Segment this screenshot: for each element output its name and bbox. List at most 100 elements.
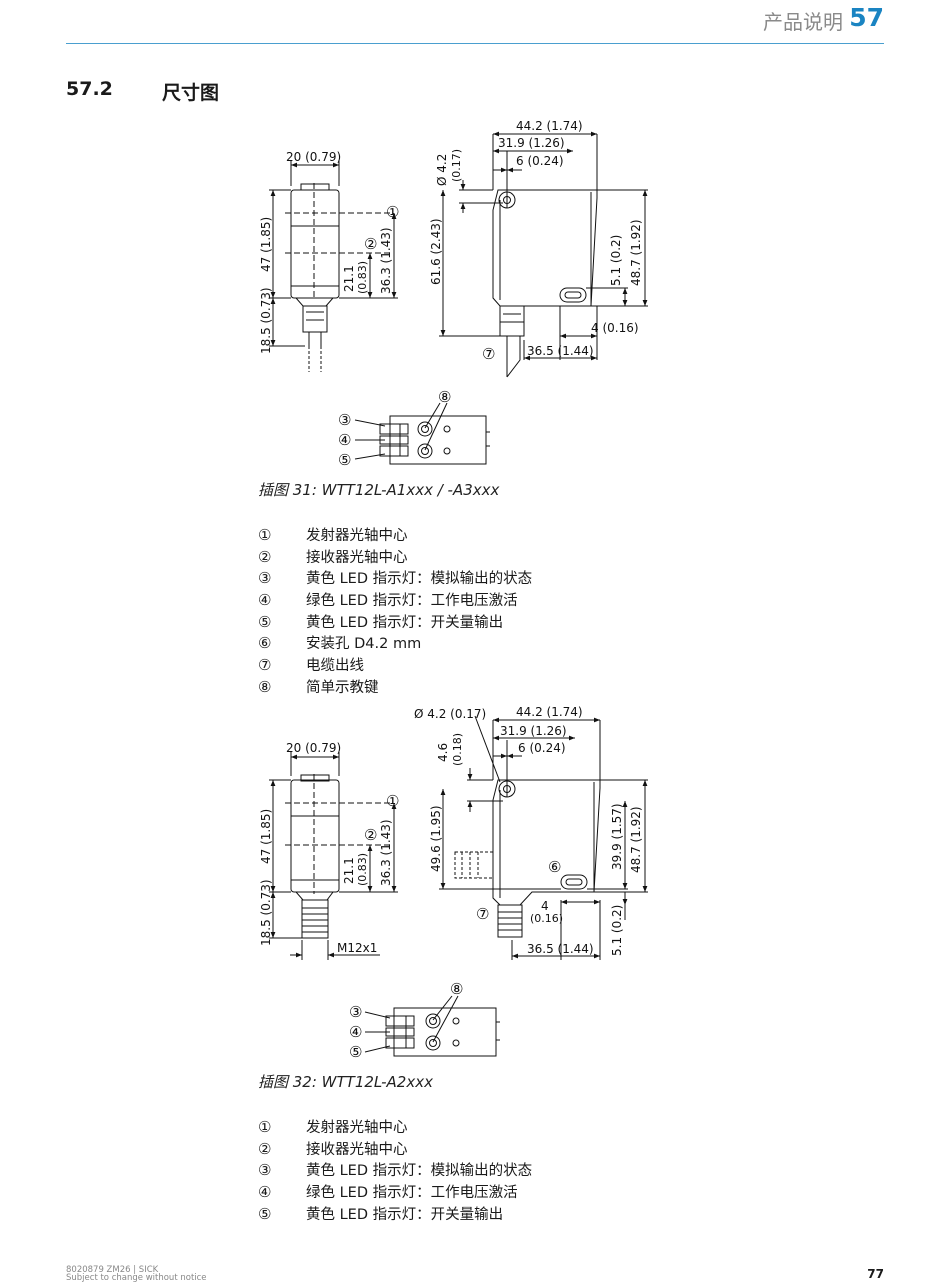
fig1-marker-7: ⑦ bbox=[482, 345, 495, 363]
fig1-dim-h616: 61.6 (2.43) bbox=[429, 218, 443, 285]
fig2-marker-8: ⑧ bbox=[450, 980, 463, 998]
legend-item: ① 发射器光轴中心 bbox=[258, 524, 532, 546]
fig2-dim-width: 20 (0.79) bbox=[286, 741, 341, 755]
fig2-marker-5: ⑤ bbox=[349, 1043, 362, 1061]
fig2-dim-h51: 5.1 (0.2) bbox=[610, 905, 624, 956]
fig2-dim-h363: 36.3 (1.43) bbox=[379, 819, 393, 886]
legend-text: 安装孔 D4.2 mm bbox=[306, 636, 422, 653]
fig2-marker-2: ② bbox=[364, 826, 377, 844]
header-title: 产品说明 bbox=[763, 10, 843, 34]
fig2-marker-7: ⑦ bbox=[476, 905, 489, 923]
fig2-dim-w319: 31.9 (1.26) bbox=[500, 724, 567, 738]
fig1-dim-width: 20 (0.79) bbox=[286, 150, 341, 164]
legend-marker: ① bbox=[258, 1118, 272, 1136]
legend-item: ② 接收器光轴中心 bbox=[258, 1138, 532, 1160]
legend-text: 绿色 LED 指示灯：工作电压激活 bbox=[306, 593, 518, 610]
fig2-dim-w442: 44.2 (1.74) bbox=[516, 705, 583, 719]
legend-marker: ④ bbox=[258, 591, 272, 610]
fig2-marker-6: ⑥ bbox=[548, 858, 561, 876]
legend-text: 电缆出线 bbox=[306, 658, 364, 675]
fig2-dim-dia: Ø 4.2 (0.17) bbox=[414, 707, 486, 721]
page-number: 77 bbox=[867, 1267, 884, 1281]
fig2-dim-h487: 48.7 (1.92) bbox=[629, 806, 643, 873]
fig1-dim-h211b: (0.83) bbox=[356, 261, 369, 294]
fig1-dim-w365: 36.5 (1.44) bbox=[527, 344, 594, 358]
legend-item: ① 发射器光轴中心 bbox=[258, 1116, 532, 1138]
fig1-dim-w442: 44.2 (1.74) bbox=[516, 119, 583, 133]
fig1-dim-h363: 36.3 (1.43) bbox=[379, 227, 393, 294]
section-title: 尺寸图 bbox=[162, 82, 220, 104]
footer-info: 8020879 ZM26 | SICK Subject to change wi… bbox=[66, 1265, 207, 1283]
figure1-caption: 插图 31: WTT12L-A1xxx / -A3xxx bbox=[258, 481, 500, 499]
fig2-dim-h47: 47 (1.85) bbox=[259, 809, 273, 864]
legend-text: 绿色 LED 指示灯：工作电压激活 bbox=[306, 1185, 518, 1202]
legend-text: 接收器光轴中心 bbox=[306, 549, 408, 566]
legend-text: 黄色 LED 指示灯：开关量输出 bbox=[306, 1206, 504, 1223]
footer-notice: Subject to change without notice bbox=[66, 1273, 207, 1283]
fig2-dim-w4b: (0.16) bbox=[530, 912, 563, 925]
fig1-dim-w319: 31.9 (1.26) bbox=[498, 136, 565, 150]
fig1-marker-2: ② bbox=[364, 235, 377, 253]
figure2-caption: 插图 32: WTT12L-A2xxx bbox=[258, 1073, 433, 1091]
fig1-side-view bbox=[439, 131, 648, 378]
fig1-top-view bbox=[354, 402, 490, 465]
legend-marker: ① bbox=[258, 526, 272, 544]
fig1-dim-h211a: 21.1 bbox=[342, 265, 356, 292]
fig1-dim-h47: 47 (1.85) bbox=[259, 217, 273, 272]
fig1-marker-3: ③ bbox=[338, 411, 351, 429]
legend-marker: ⑤ bbox=[258, 612, 272, 631]
legend-item: ⑦ 电缆出线 bbox=[258, 654, 532, 676]
legend-marker: ③ bbox=[258, 1161, 272, 1180]
legend-text: 发射器光轴中心 bbox=[306, 1120, 408, 1136]
legend-marker: ② bbox=[258, 1139, 272, 1158]
legend-marker: ⑥ bbox=[258, 634, 272, 653]
fig2-dim-w4a: 4 bbox=[541, 899, 549, 913]
legend-text: 发射器光轴中心 bbox=[306, 528, 408, 544]
fig1-dim-h51: 5.1 (0.2) bbox=[609, 235, 623, 286]
fig2-dim-h211a: 21.1 bbox=[342, 857, 356, 884]
fig2-dim-h496: 49.6 (1.95) bbox=[429, 805, 443, 872]
fig1-dim-dia-a: Ø 4.2 bbox=[435, 154, 449, 186]
fig1-dim-w4: 4 (0.16) bbox=[591, 321, 639, 335]
fig2-marker-1: ① bbox=[386, 792, 399, 810]
legend-marker: ② bbox=[258, 547, 272, 566]
fig1-dim-dia-b: (0.17) bbox=[450, 149, 463, 182]
fig1-marker-4: ④ bbox=[338, 431, 351, 449]
legend-marker: ④ bbox=[258, 1183, 272, 1202]
fig1-marker-1: ① bbox=[386, 203, 399, 221]
fig1-dim-h487: 48.7 (1.92) bbox=[629, 219, 643, 286]
fig2-dim-h46b: (0.18) bbox=[451, 733, 464, 766]
legend-text: 黄色 LED 指示灯：开关量输出 bbox=[306, 614, 504, 631]
legend-marker: ③ bbox=[258, 569, 272, 588]
fig2-dim-w6: 6 (0.24) bbox=[518, 741, 566, 755]
fig1-marker-5: ⑤ bbox=[338, 451, 351, 469]
fig1-dim-h185: 18.5 (0.73) bbox=[259, 287, 273, 354]
fig2-marker-4: ④ bbox=[349, 1023, 362, 1041]
fig1-dim-w6: 6 (0.24) bbox=[516, 154, 564, 168]
legend-item: ⑤ 黄色 LED 指示灯：开关量输出 bbox=[258, 611, 532, 633]
chapter-number: 57 bbox=[849, 3, 884, 32]
legend-marker: ⑦ bbox=[258, 656, 272, 675]
fig2-dim-thread: M12x1 bbox=[337, 941, 377, 955]
section-number: 57.2 bbox=[66, 78, 113, 100]
legend-item: ⑥ 安装孔 D4.2 mm bbox=[258, 632, 532, 654]
legend-text: 接收器光轴中心 bbox=[306, 1141, 408, 1158]
fig2-dim-h399: 39.9 (1.57) bbox=[610, 803, 624, 870]
header-rule bbox=[66, 43, 884, 44]
legend-item: ② 接收器光轴中心 bbox=[258, 546, 532, 568]
fig2-dim-h211b: (0.83) bbox=[356, 853, 369, 886]
legend-marker: ⑧ bbox=[258, 677, 272, 696]
fig2-dim-h46a: 4.6 bbox=[436, 743, 450, 762]
legend-item: ④ 绿色 LED 指示灯：工作电压激活 bbox=[258, 1181, 532, 1203]
legend-item: ④ 绿色 LED 指示灯：工作电压激活 bbox=[258, 589, 532, 611]
footer-doc-id: 8020879 ZM26 | SICK bbox=[66, 1265, 159, 1275]
fig2-front-view bbox=[269, 752, 398, 960]
fig2-dim-w365: 36.5 (1.44) bbox=[527, 942, 594, 956]
